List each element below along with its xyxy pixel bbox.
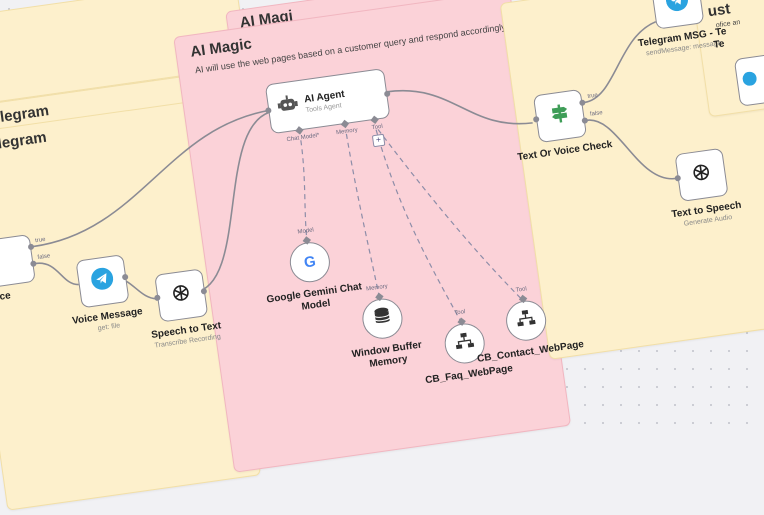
telegram-icon bbox=[78, 265, 127, 298]
cb-contact-webpage-node[interactable] bbox=[503, 298, 549, 344]
sitemap-icon bbox=[506, 308, 547, 334]
window-buffer-memory-node[interactable] bbox=[359, 296, 406, 342]
speech-to-text-node[interactable] bbox=[154, 268, 209, 323]
openai-icon bbox=[677, 158, 726, 191]
edge-tool-contact bbox=[377, 129, 524, 302]
database-icon bbox=[362, 305, 403, 333]
telegram-icon bbox=[741, 71, 759, 92]
edge-chat-model bbox=[300, 140, 308, 243]
connections bbox=[32, 20, 678, 324]
robot-icon bbox=[276, 94, 301, 120]
voice-message-node[interactable] bbox=[75, 254, 130, 309]
edge-true-to-ai-agent bbox=[32, 109, 269, 248]
openai-icon bbox=[157, 279, 206, 312]
cb-faq-webpage-node[interactable] bbox=[442, 320, 488, 367]
edge-memory bbox=[345, 133, 381, 299]
google-icon: G bbox=[302, 252, 317, 272]
ai-agent-node[interactable]: AI Agent Tools Agent bbox=[264, 68, 391, 135]
right-edge-node[interactable] bbox=[733, 52, 764, 107]
signpost-icon bbox=[535, 100, 584, 131]
edge-stt-to-ai-agent bbox=[193, 111, 269, 294]
sitemap-icon bbox=[444, 330, 485, 356]
edge-voice-to-voice-message bbox=[35, 262, 79, 286]
edge-switch-to-telegram bbox=[584, 20, 657, 104]
text-to-speech-node[interactable] bbox=[674, 147, 729, 202]
telegram-msg-node[interactable] bbox=[650, 0, 705, 30]
edge-switch-to-tts bbox=[586, 119, 678, 180]
add-tool-button[interactable]: + bbox=[371, 133, 386, 148]
edge-ai-agent-to-switch bbox=[386, 89, 533, 125]
text-or-voice-check-node[interactable] bbox=[532, 88, 588, 144]
right-edge-label: Te bbox=[712, 38, 726, 51]
telegram-icon bbox=[653, 0, 702, 19]
